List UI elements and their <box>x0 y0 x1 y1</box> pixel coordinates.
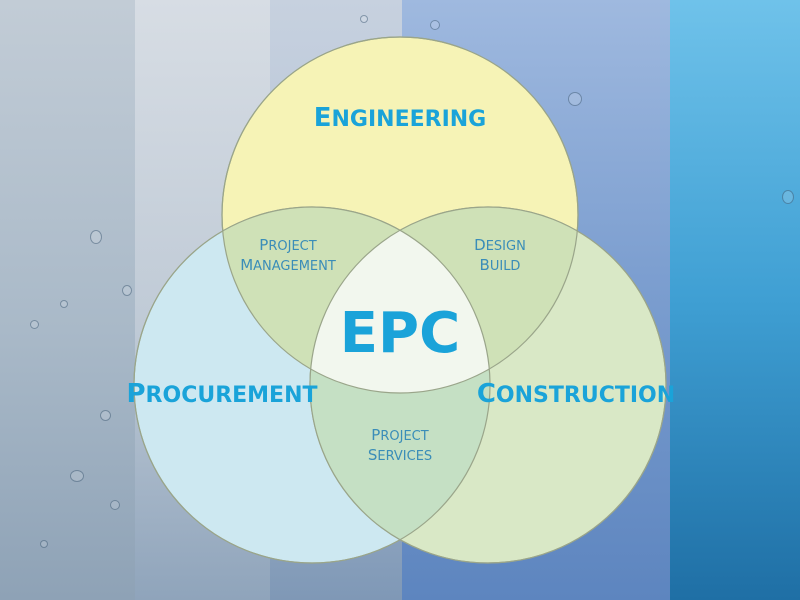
procurement-label: PROCUREMENT <box>126 379 317 409</box>
background-stripe <box>670 0 800 600</box>
project-management-label-line1: PROJECT <box>259 236 316 254</box>
droplet <box>30 320 39 329</box>
droplet <box>110 500 120 510</box>
engineering-outline <box>221 36 579 394</box>
droplet <box>60 300 68 308</box>
droplet <box>40 540 48 548</box>
project-services-label-line1: PROJECT <box>371 426 428 444</box>
procurement-outline <box>133 206 491 564</box>
engineering-label: ENGINEERING <box>314 103 487 133</box>
droplet <box>100 410 111 421</box>
droplet <box>568 92 582 106</box>
droplet <box>90 230 102 244</box>
construction-outline <box>309 206 667 564</box>
droplet <box>430 20 440 30</box>
droplet <box>122 285 132 296</box>
droplet <box>70 470 84 482</box>
design-build-label-line1: DESIGN <box>474 236 526 254</box>
project-services-label-line2: SERVICES <box>368 446 432 464</box>
construction-label: CONSTRUCTION <box>477 379 675 409</box>
epc-title: EPC <box>340 301 460 366</box>
project-management-label-line2: MANAGEMENT <box>240 256 336 274</box>
droplet <box>360 15 368 23</box>
design-build-label-line2: BUILD <box>480 256 521 274</box>
droplet <box>782 190 794 204</box>
